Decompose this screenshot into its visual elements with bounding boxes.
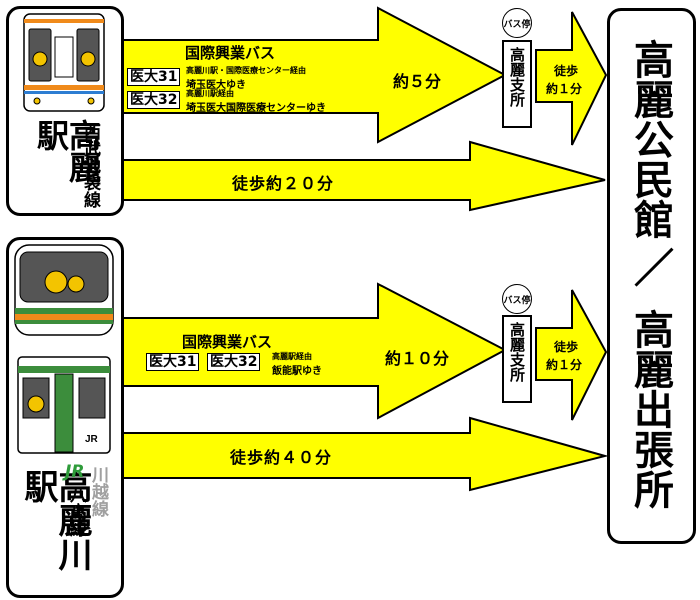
bottom-bus-arrow	[121, 282, 508, 420]
bottom-bus-dest: 飯能駅ゆき	[272, 366, 322, 377]
bottom-station-box[interactable]: JR 高麗川駅 JR 八高線 川越線	[6, 237, 124, 598]
bottom-stop-walk-arrow	[535, 289, 608, 421]
destination-separator: ／	[627, 247, 673, 287]
top-route-1-via: 高麗川駅・国際医療センター経由	[186, 66, 306, 75]
destination-name-1: 高麗公民館	[627, 39, 673, 239]
bottom-bus-company: 国際興業バス	[182, 333, 273, 351]
top-bus-stop-box[interactable]: 高麗支所	[502, 40, 532, 128]
bottom-bus-time: 約１０分	[385, 349, 450, 368]
bottom-station-name: 高麗川駅	[18, 469, 92, 571]
destination-box[interactable]: 高麗公民館 ／ 高麗出張所	[607, 8, 696, 544]
hachiko-line: 八高線	[66, 486, 86, 537]
top-route-1-tag: 医大31	[127, 68, 181, 86]
bottom-stop-walk-2: 約１分	[546, 358, 583, 372]
kawagoe-train-icon: JR	[17, 356, 111, 454]
top-route-1-dest: 埼玉医大ゆき	[186, 80, 246, 91]
bottom-route-1-tag: 医大31	[146, 353, 200, 371]
top-walk-arrow	[121, 140, 606, 212]
bottom-route-2-tag: 医大32	[207, 353, 261, 371]
hachiko-train-icon	[14, 244, 114, 336]
jr-logo: JR	[65, 462, 85, 482]
top-route-2-dest: 埼玉医大国際医療センターゆき	[186, 103, 326, 114]
seibu-train-icon	[23, 13, 105, 112]
top-bus-arrow	[121, 6, 508, 144]
top-station-name: 高麗駅	[32, 119, 102, 183]
top-route-2-tag: 医大32	[127, 91, 181, 109]
top-station-line: 西武池袋線	[80, 123, 100, 208]
svg-text:JR: JR	[85, 434, 99, 445]
top-bus-stop-badge: バス停	[502, 8, 532, 38]
bottom-bus-stop-badge: バス停	[502, 284, 532, 314]
top-station-box[interactable]: 高麗駅 西武池袋線	[6, 6, 124, 216]
destination-name-2: 高麗出張所	[627, 309, 673, 509]
bottom-bus-stop-name: 高麗支所	[508, 322, 526, 382]
top-stop-walk-2: 約１分	[546, 82, 583, 96]
kawagoe-line: 川越線	[88, 466, 108, 517]
bottom-bus-via: 高麗駅経由	[272, 352, 312, 361]
top-bus-time: 約５分	[393, 72, 442, 91]
top-walk-label: 徒歩約２０分	[232, 174, 335, 193]
top-bus-company: 国際興業バス	[185, 44, 276, 62]
top-stop-walk-1: 徒歩	[554, 64, 579, 78]
top-stop-walk-arrow	[535, 11, 608, 146]
top-route-2-via: 高麗川駅経由	[186, 89, 234, 98]
top-bus-stop-name: 高麗支所	[508, 47, 526, 107]
bottom-walk-arrow	[121, 416, 609, 492]
bottom-bus-stop-box[interactable]: 高麗支所	[502, 315, 532, 403]
bottom-stop-walk-1: 徒歩	[554, 340, 579, 354]
bottom-walk-label: 徒歩約４０分	[230, 448, 333, 467]
